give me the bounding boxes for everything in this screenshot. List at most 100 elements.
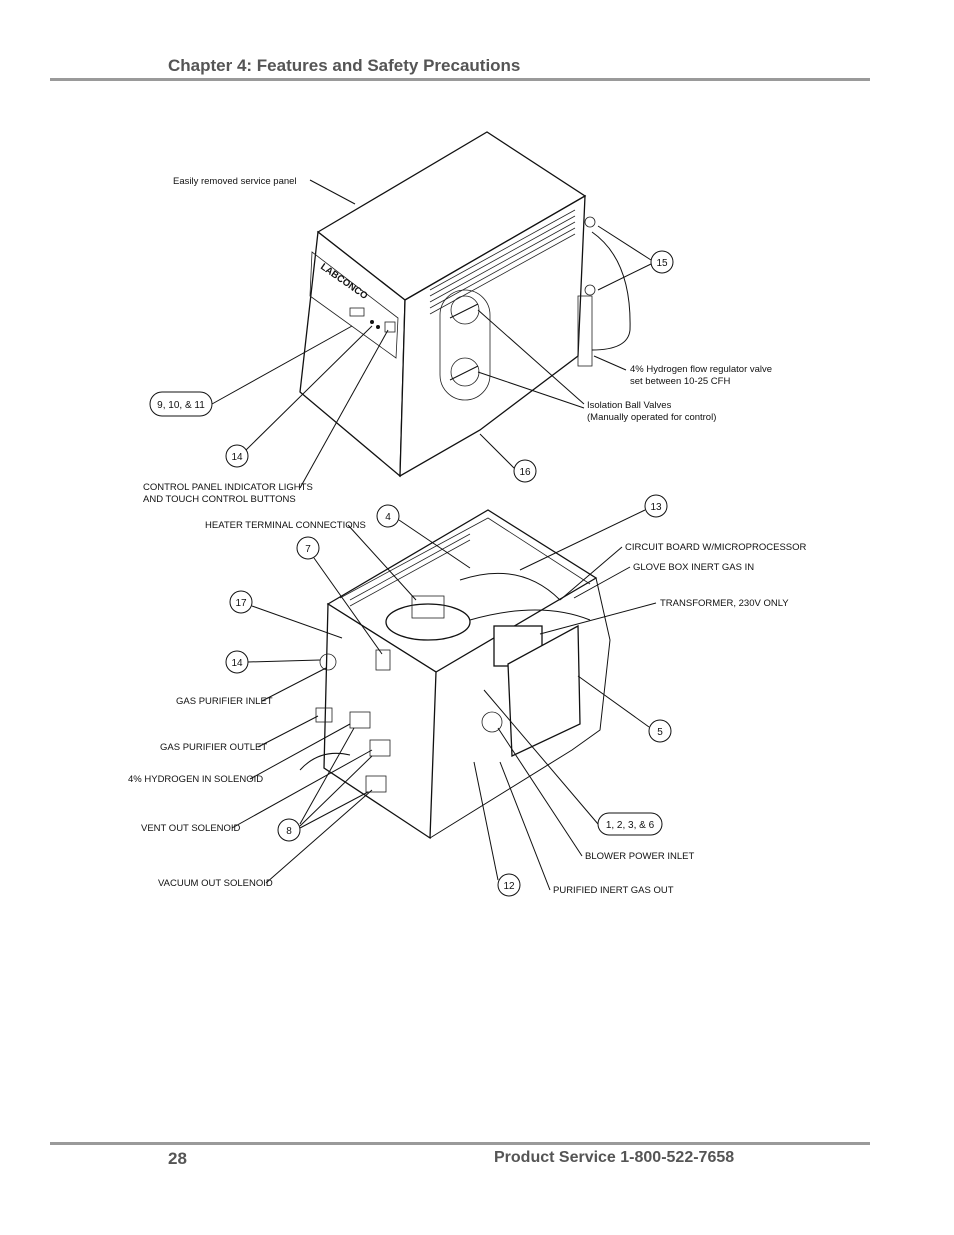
leader-line xyxy=(347,524,417,601)
leader-line xyxy=(479,433,515,469)
leader-line xyxy=(299,791,369,829)
callout-14b-text: 14 xyxy=(231,658,243,669)
callout-12 xyxy=(497,873,521,897)
callout-17 xyxy=(229,590,253,614)
gas-tubing xyxy=(459,572,561,601)
label-hydrogen-valve-2: set between 10-25 CFH xyxy=(630,376,730,387)
valve-handle-lower xyxy=(449,365,479,381)
label-vent-out: VENT OUT SOLENOID xyxy=(141,823,241,834)
fitting-icon xyxy=(584,284,596,296)
leader-line xyxy=(261,667,327,702)
leader-line xyxy=(597,225,652,261)
label-vacuum-out: VACUUM OUT SOLENOID xyxy=(158,878,273,889)
leader-line xyxy=(559,546,623,601)
leader-line xyxy=(245,325,373,451)
heater-vessel xyxy=(385,603,471,641)
callout-4-text: 4 xyxy=(385,512,391,523)
outlet-fitting-icon xyxy=(315,707,333,723)
label-hydrogen-in: 4% HYDROGEN IN SOLENOID xyxy=(128,774,263,785)
label-circuit-board: CIRCUIT BOARD W/MICROPROCESSOR xyxy=(625,542,807,553)
indicator-light xyxy=(376,325,380,329)
label-glove-box-in: GLOVE BOX INERT GAS IN xyxy=(633,562,754,573)
leader-line xyxy=(257,715,319,748)
gas-tubing xyxy=(469,609,591,621)
leader-line xyxy=(299,727,355,825)
valve-handle-upper xyxy=(449,303,479,319)
leader-line xyxy=(309,179,356,205)
callout-15-text: 15 xyxy=(656,258,668,269)
chapter-title: Chapter 4: Features and Safety Precautio… xyxy=(168,56,521,75)
page-number: 28 xyxy=(168,1149,187,1168)
callout-7 xyxy=(296,536,320,560)
flow-meter xyxy=(577,295,593,367)
ball-valve-upper xyxy=(450,295,480,325)
solenoid-icon xyxy=(365,775,387,793)
purifier-unit-exterior: LABCONCO xyxy=(299,131,631,478)
leader-line xyxy=(483,689,599,825)
label-control-panel-2: AND TOUCH CONTROL BUTTONS xyxy=(143,494,296,505)
leader-line xyxy=(211,325,353,405)
label-purified-out: PURIFIED INERT GAS OUT xyxy=(553,885,674,896)
frame-inner-rail xyxy=(339,517,591,599)
leader-line xyxy=(398,519,471,569)
callout-4 xyxy=(376,504,400,528)
leader-line xyxy=(249,723,351,780)
frame-side-edge xyxy=(429,577,611,839)
leader-line xyxy=(247,659,321,663)
leader-line xyxy=(499,761,551,891)
callout-13 xyxy=(644,494,668,518)
label-transformer: TRANSFORMER, 230V ONLY xyxy=(660,598,789,609)
label-control-panel-1: CONTROL PANEL INDICATOR LIGHTS xyxy=(143,482,313,493)
purifier-unit-interior xyxy=(299,509,611,840)
label-ball-valves-2: (Manually operated for control) xyxy=(587,412,716,423)
display-window xyxy=(349,307,365,317)
hydrogen-tubing xyxy=(591,231,631,351)
label-blower-power: BLOWER POWER INLET xyxy=(585,851,694,862)
label-ball-valves-1: Isolation Ball Valves xyxy=(587,400,672,411)
connector-icon xyxy=(375,649,391,671)
front-panel-window xyxy=(309,251,399,359)
label-purifier-outlet: GAS PURIFIER OUTLET xyxy=(160,742,267,753)
callout-12-text: 12 xyxy=(503,881,515,892)
blower-icon xyxy=(481,711,503,733)
side-vents xyxy=(429,209,576,315)
solenoid-icon xyxy=(369,739,391,757)
leader-line xyxy=(231,749,373,829)
callout-8-text: 8 xyxy=(286,826,292,837)
control-button xyxy=(384,321,396,333)
leader-line xyxy=(539,602,657,635)
callout-5-text: 5 xyxy=(657,727,663,738)
leader-line xyxy=(265,789,373,884)
leader-line xyxy=(477,309,585,405)
callout-1-2-3-6-text: 1, 2, 3, & 6 xyxy=(606,820,655,831)
callout-14 xyxy=(225,444,249,468)
callout-9-10-11-text: 9, 10, & 11 xyxy=(157,400,205,411)
leader-line xyxy=(577,675,650,728)
indicator-light xyxy=(370,320,374,324)
label-service-panel: Easily removed service panel xyxy=(173,176,297,187)
inlet-fitting-icon xyxy=(319,653,337,671)
solenoid-icon xyxy=(349,711,371,729)
callout-14-text: 14 xyxy=(231,452,243,463)
callout-15 xyxy=(650,250,674,274)
heater-terminal-box xyxy=(411,595,445,619)
hydrogen-line xyxy=(299,752,351,771)
label-heater-terminal: HEATER TERMINAL CONNECTIONS xyxy=(205,520,366,531)
callout-8 xyxy=(277,818,301,842)
footer-rule xyxy=(50,1142,870,1145)
callout-7-text: 7 xyxy=(305,544,311,555)
callout-13-text: 13 xyxy=(650,502,662,513)
callout-5 xyxy=(648,719,672,743)
leader-line xyxy=(251,605,343,639)
callout-17-text: 17 xyxy=(235,598,247,609)
fitting-icon xyxy=(584,216,596,228)
label-purifier-inlet: GAS PURIFIER INLET xyxy=(176,696,273,707)
leader-line xyxy=(299,755,373,827)
callout-16 xyxy=(513,459,537,483)
header-rule xyxy=(50,78,870,81)
unit-side-face xyxy=(399,194,586,478)
leader-line xyxy=(593,355,627,371)
leader-line xyxy=(473,761,499,881)
